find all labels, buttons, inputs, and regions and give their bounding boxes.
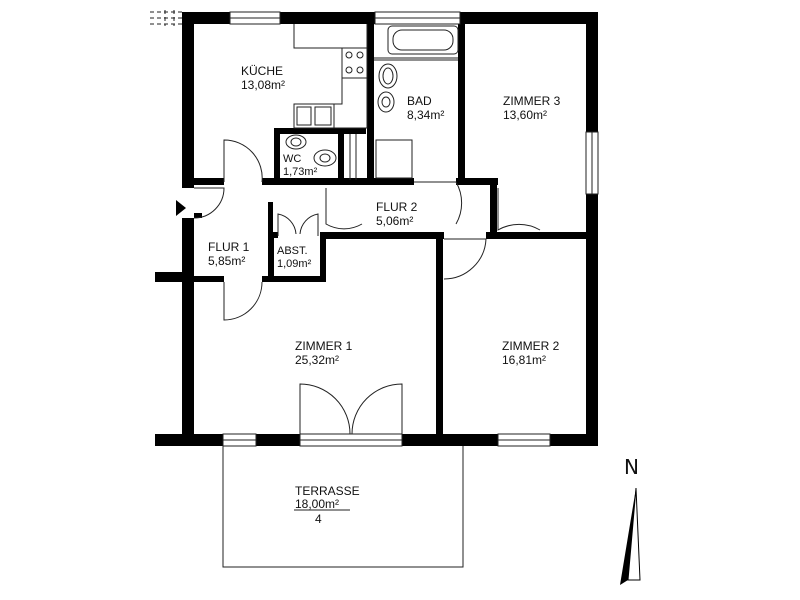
wall-corridor-top-2 <box>262 178 320 185</box>
wall-flur1-bottom-1 <box>194 276 224 282</box>
kitchen-fixtures <box>293 24 368 129</box>
wall-kitchen-bath <box>367 24 374 182</box>
wall-flur1-vertical <box>268 202 273 236</box>
terrace-outline <box>222 446 464 568</box>
stove-icon <box>341 47 368 79</box>
door-abst-left <box>277 213 297 236</box>
entrance-arrow-icon <box>176 200 186 216</box>
sink-icon <box>293 103 335 129</box>
wall-corridor-top-4 <box>456 178 498 185</box>
north-label: N <box>624 455 639 479</box>
bathtub-icon <box>387 25 459 55</box>
door-flur2 <box>325 188 363 230</box>
wall-abst-right <box>320 232 326 282</box>
room-area-bad: 8,34m² <box>407 108 444 122</box>
room-area-wc: 1,73m² <box>283 166 318 178</box>
door-kitchen <box>223 139 263 183</box>
shower-icon <box>375 139 413 179</box>
wall-corridor-bottom-1 <box>320 232 444 239</box>
inner-walls <box>194 24 598 436</box>
bath-toilet-icon <box>377 91 395 113</box>
wc-basin-icon <box>285 134 307 150</box>
wc-toilet-icon <box>313 149 337 167</box>
door-abst-right <box>299 213 319 236</box>
wall-wc-left <box>274 128 280 182</box>
wall-bottom-1 <box>155 434 223 446</box>
room-name-zimmer3: ZIMMER 3 <box>503 94 561 108</box>
wall-flur1-right <box>268 236 274 282</box>
room-name-kueche: KÜCHE <box>241 64 283 78</box>
room-area-kueche: 13,08m² <box>241 78 285 92</box>
wall-zimmer1-zimmer2 <box>436 236 443 436</box>
room-labels: KÜCHE 13,08m² BAD 8,34m² ZIMMER 3 13,60m… <box>208 64 561 526</box>
doors <box>193 139 541 435</box>
wall-left-upper <box>182 12 194 188</box>
wall-bottom-2 <box>256 434 300 446</box>
room-name-abst: ABST. <box>277 245 308 257</box>
neighbour-dashes <box>150 10 182 26</box>
wall-bottom-3 <box>402 434 498 446</box>
room-name-bad: BAD <box>407 94 432 108</box>
terrace <box>222 446 464 568</box>
outer-walls <box>155 12 598 446</box>
bath-washbasin-icon <box>378 63 398 89</box>
wall-corridor-bottom-2 <box>486 232 598 239</box>
door-entrance <box>193 187 225 219</box>
door-terrace-right <box>351 383 403 435</box>
bath-fixtures <box>374 25 459 179</box>
room-area-terrasse: 18,00m² <box>295 497 339 511</box>
door-zimmer3 <box>497 188 541 231</box>
wall-bath-zimmer3 <box>458 24 465 182</box>
door-bath <box>414 181 463 225</box>
door-zimmer2 <box>443 238 487 280</box>
north-arrow: N <box>620 455 641 585</box>
door-zimmer1 <box>223 281 263 321</box>
room-name-terrasse: TERRASSE <box>295 484 360 498</box>
room-area-abst: 1,09m² <box>277 258 312 270</box>
room-area-zimmer1: 25,32m² <box>295 353 339 367</box>
room-name-wc: WC <box>283 153 301 165</box>
wall-top-2 <box>280 12 375 24</box>
wall-corridor-top-1 <box>194 178 224 185</box>
wall-right-lower <box>586 194 598 446</box>
wall-corridor-top-3 <box>320 178 414 185</box>
room-area-flur2: 5,06m² <box>376 214 413 228</box>
room-area-zimmer2: 16,81m² <box>502 353 546 367</box>
wall-flur2-zimmer3 <box>490 178 497 236</box>
wall-flur1-top <box>194 213 202 218</box>
terrace-note: 4 <box>315 512 322 526</box>
wall-wc-right <box>338 128 344 182</box>
room-name-flur1: FLUR 1 <box>208 240 250 254</box>
wall-bottom-4 <box>550 434 598 446</box>
wall-wc-top <box>274 128 366 134</box>
wall-top-3 <box>460 12 598 24</box>
room-name-zimmer1: ZIMMER 1 <box>295 339 353 353</box>
room-name-zimmer2: ZIMMER 2 <box>502 339 560 353</box>
door-terrace-left <box>299 383 351 435</box>
windows <box>222 11 599 447</box>
room-area-zimmer3: 13,60m² <box>503 108 547 122</box>
room-name-flur2: FLUR 2 <box>376 200 418 214</box>
wc-fixtures <box>285 134 357 180</box>
wall-left-lower <box>182 218 194 446</box>
wall-flur1-bottom-2 <box>262 276 324 282</box>
room-area-flur1: 5,85m² <box>208 254 245 268</box>
wall-stub-left <box>155 272 187 282</box>
north-arrow-icon <box>620 488 636 585</box>
wall-right-upper <box>586 12 598 132</box>
